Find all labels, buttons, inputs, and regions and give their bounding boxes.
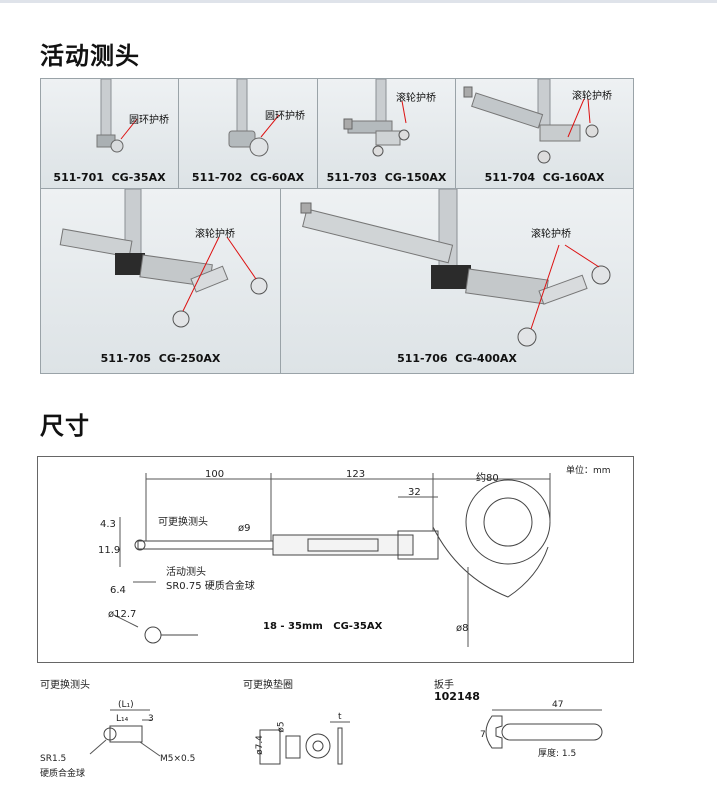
dim-80: 约80	[476, 473, 499, 484]
dim-47: 47	[552, 700, 564, 710]
product-caption: 511-702 CG-60AX	[191, 171, 305, 184]
dim-3: 3	[148, 714, 154, 724]
dim-123: 123	[346, 469, 366, 480]
top-divider	[0, 0, 717, 3]
carbide-ball-label: 硬质合金球	[40, 769, 86, 779]
dim-t: t	[338, 712, 342, 722]
product-caption: 511-705 CG-250AX	[100, 352, 221, 365]
bridge-label: 滚轮护桥	[531, 229, 571, 240]
dim-7: 7	[480, 730, 486, 740]
bridge-label: 滚轮护桥	[195, 229, 235, 240]
probe-illustration-702	[228, 79, 280, 157]
dim-l1: (L₁)	[118, 700, 134, 710]
dim-100: 100	[205, 469, 225, 480]
probe-illustration-704	[463, 79, 599, 164]
dim-4-3: 4.3	[100, 519, 116, 530]
probe-illustration-705	[59, 189, 268, 328]
product-caption: 511-703 CG-150AX	[326, 171, 447, 184]
dim-phi8: ø8	[456, 623, 469, 634]
range-caption: 18 - 35mm CG-35AX	[263, 621, 383, 632]
probe-illustration-703	[343, 79, 410, 157]
dim-phi7-4: ø7.4	[254, 735, 265, 755]
probe-illustration-706	[300, 189, 611, 347]
dimension-drawing: 100 123 约80 单位：mm 32 可更换测头 ø9 4.3 11.9 活…	[37, 456, 634, 663]
section-title-dimensions: 尺寸	[40, 412, 90, 440]
washer-drawing	[259, 721, 350, 765]
dim-phi5: ø5	[276, 721, 287, 733]
replaceable-head-drawing	[89, 709, 161, 757]
product-caption: 511-706 CG-400AX	[397, 352, 517, 365]
product-cell-511-701: 圆环护桥 511-701 CG-35AX	[41, 79, 179, 189]
product-grid: 圆环护桥 511-701 CG-35AX 圆环护桥 511-702 CG-60A…	[40, 78, 634, 374]
product-cell-511-705: 滚轮护桥 511-705 CG-250AX	[41, 189, 281, 373]
bridge-label: 圆环护桥	[265, 111, 305, 122]
active-head-label: 活动测头	[166, 567, 206, 578]
section-title-active-heads: 活动测头	[40, 42, 140, 70]
product-cell-511-704: 滚轮护桥 511-704 CG-160AX	[456, 79, 633, 189]
wrench-drawing	[485, 709, 603, 749]
dim-phi12-7: ø12.7	[108, 609, 137, 620]
sr-ball-label: SR0.75 硬质合金球	[166, 581, 255, 592]
bridge-label: 圆环护桥	[129, 115, 169, 126]
dim-phi9: ø9	[238, 523, 251, 534]
dim-l14: L₁₄	[116, 714, 129, 724]
product-caption: 511-701 CG-35AX	[53, 171, 166, 184]
dim-6-4: 6.4	[110, 585, 126, 596]
dimension-lines	[113, 473, 551, 647]
wrench-code: 102148	[434, 690, 480, 703]
wrench-title: 扳手	[434, 680, 454, 691]
bridge-label: 滚轮护桥	[572, 91, 612, 102]
product-cell-511-702: 圆环护桥 511-702 CG-60AX	[179, 79, 318, 189]
replaceable-head-label: 可更换测头	[158, 517, 208, 528]
sr-1-5: SR1.5	[40, 754, 67, 764]
replaceable-washer-title: 可更换垫圈	[243, 680, 293, 691]
dim-11-9: 11.9	[98, 545, 121, 556]
product-cell-511-703: 滚轮护桥 511-703 CG-150AX	[318, 79, 456, 189]
dim-32: 32	[408, 487, 421, 498]
thread-label: M5×0.5	[160, 754, 196, 764]
bridge-label: 滚轮护桥	[396, 93, 436, 104]
product-cell-511-706: 滚轮护桥 511-706 CG-400AX	[281, 189, 633, 373]
unit-label: 单位：mm	[566, 466, 611, 476]
product-caption: 511-704 CG-160AX	[484, 171, 605, 184]
probe-illustration-701	[96, 79, 138, 153]
thickness-label: 厚度: 1.5	[538, 749, 577, 759]
replaceable-head-title: 可更换测头	[40, 680, 90, 691]
